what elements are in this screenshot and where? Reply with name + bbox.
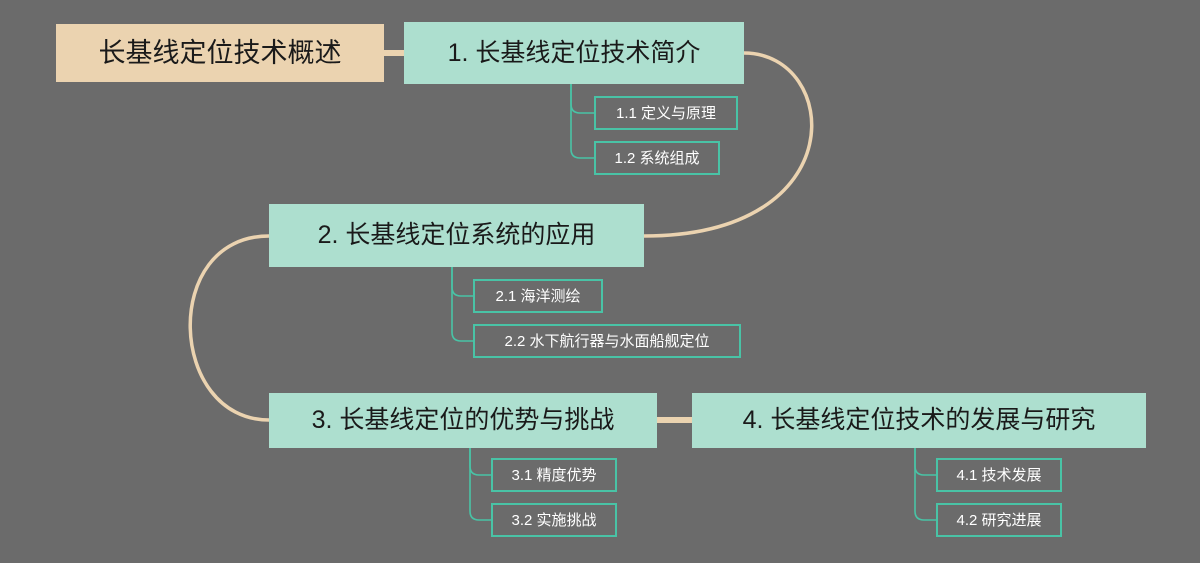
edge-branch-2-to-branch-3: [188, 234, 270, 422]
edge-branch-3-child-2: [469, 448, 491, 521]
mindmap-root-node[interactable]: 长基线定位技术概述: [56, 24, 384, 82]
mindmap-leaf-node-2-2[interactable]: 2.2 水下航行器与水面船舰定位: [473, 324, 741, 358]
mindmap-leaf-node-1-1[interactable]: 1.1 定义与原理: [594, 96, 738, 130]
mindmap-branch-node-2[interactable]: 2. 长基线定位系统的应用: [269, 204, 644, 267]
edge-branch-1-child-2: [570, 84, 594, 159]
mindmap-leaf-node-2-1[interactable]: 2.1 海洋测绘: [473, 279, 603, 313]
edge-branch-1-child-1: [570, 84, 594, 114]
mindmap-leaf-node-1-2[interactable]: 1.2 系统组成: [594, 141, 720, 175]
edge-branch-4-child-2: [914, 448, 936, 521]
edge-branch-4-child-1: [914, 448, 936, 476]
edge-branch-2-child-2: [451, 267, 473, 342]
mindmap-leaf-node-4-2[interactable]: 4.2 研究进展: [936, 503, 1062, 537]
mindmap-branch-node-1[interactable]: 1. 长基线定位技术简介: [404, 22, 744, 84]
edge-branch-2-child-1: [451, 267, 473, 297]
mindmap-leaf-node-3-2[interactable]: 3.2 实施挑战: [491, 503, 617, 537]
edge-branch-3-child-1: [469, 448, 491, 476]
mindmap-leaf-node-4-1[interactable]: 4.1 技术发展: [936, 458, 1062, 492]
mindmap-branch-node-3[interactable]: 3. 长基线定位的优势与挑战: [269, 393, 657, 448]
mindmap-leaf-node-3-1[interactable]: 3.1 精度优势: [491, 458, 617, 492]
mindmap-branch-node-4[interactable]: 4. 长基线定位技术的发展与研究: [692, 393, 1146, 448]
